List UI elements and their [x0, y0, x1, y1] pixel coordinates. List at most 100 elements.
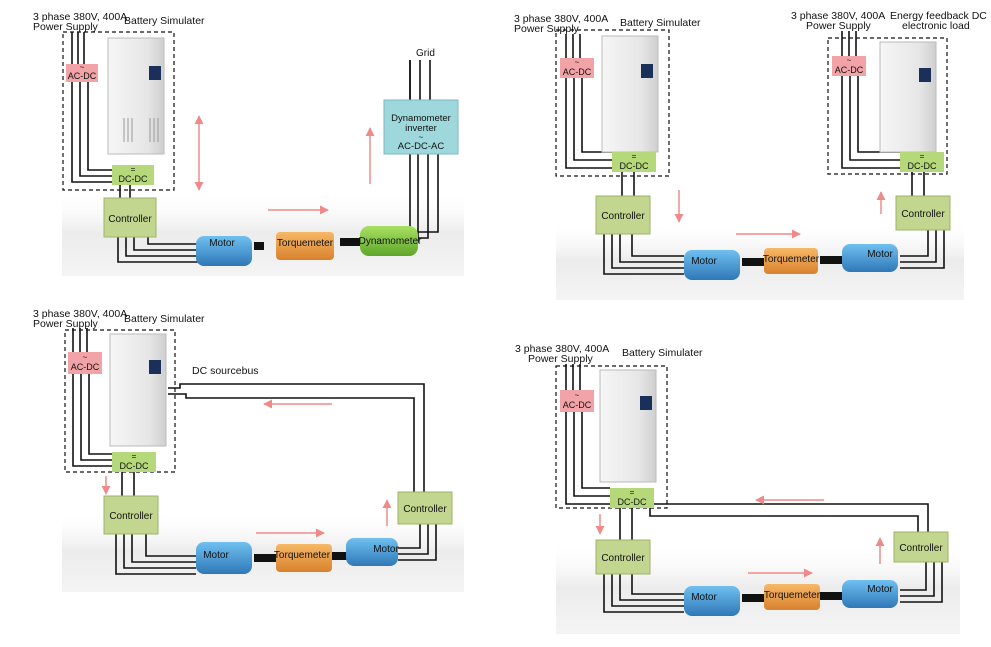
dcdc-equals: =: [632, 152, 637, 161]
dcdc-equals: =: [132, 452, 137, 461]
cabinet-screen: [149, 360, 161, 374]
motor: [842, 244, 898, 272]
dcdc-block: [610, 488, 654, 508]
controller: [103, 197, 157, 238]
load-label-1: Energy feedback DC: [890, 10, 987, 22]
inverter-tilde: ~: [419, 133, 424, 142]
supply-lines: [71, 32, 112, 183]
acdc-label: AC-DC: [835, 65, 864, 75]
cabinet: [601, 35, 659, 153]
controller-label: Controller: [108, 214, 152, 225]
cabinet-screen: [919, 68, 931, 82]
torquemeter: [276, 232, 334, 260]
acdc-tilde: ~: [575, 58, 580, 67]
dcdc-label: DC-DC: [620, 161, 649, 171]
motor: [684, 586, 740, 616]
torquemeter: [764, 584, 820, 610]
motor-label: Motor: [209, 238, 235, 249]
dcdc-block: [900, 152, 944, 172]
inverter-label-1: Dynamometer: [391, 113, 451, 124]
supply-label-line2: Power Supply: [806, 20, 872, 32]
dcdc-equals: =: [920, 152, 925, 161]
controller-label: Controller: [601, 553, 645, 564]
acdc-tilde: ~: [80, 63, 85, 72]
controller: [103, 495, 159, 535]
motor: [684, 250, 740, 280]
panel-2: 3 phase 380V, 400A Power Supply Battery …: [514, 10, 987, 300]
cabinet-screen: [149, 66, 161, 80]
torquemeter: [276, 544, 332, 572]
acdc-label: AC-DC: [68, 71, 97, 81]
torquemeter-label: Torquemeter: [764, 590, 821, 601]
torquemeter-label: Torquemeter: [274, 550, 331, 561]
torquemeter: [764, 248, 818, 274]
shaft: [332, 552, 348, 560]
panel-3: 3 phase 380V, 400A Power Supply Battery …: [33, 308, 464, 592]
cabinet-screen: [641, 64, 653, 78]
motor: [346, 538, 398, 566]
supply-label: 3 phase 380V, 400A: [791, 10, 885, 22]
acdc-block: [560, 58, 594, 78]
shaft: [340, 238, 360, 246]
dynamometer: [360, 226, 418, 256]
controller: [895, 195, 951, 231]
dcdc-block: [612, 152, 656, 172]
supply-label: 3 phase 380V, 400A: [514, 13, 608, 25]
motor: [842, 580, 898, 608]
motor: [196, 542, 252, 574]
acdc-label: AC-DC: [563, 67, 592, 77]
battery-simulator-box: [555, 29, 670, 177]
battery-simulator-label: Battery Simulater: [124, 313, 205, 325]
grid-label: Grid: [416, 48, 435, 59]
motor-label: Motor: [867, 584, 893, 595]
shaft: [742, 594, 764, 602]
dynamometer-inverter: [383, 99, 459, 155]
electronic-load-box: [827, 37, 948, 175]
supply-label-line2: Power Supply: [514, 23, 580, 35]
acdc-tilde: ~: [83, 353, 88, 362]
motor-label: Motor: [691, 592, 717, 603]
shaft: [742, 258, 764, 266]
controller-label: Controller: [403, 504, 447, 515]
acdc-label: AC-DC: [563, 400, 592, 410]
dcdc-equals: =: [630, 488, 635, 497]
dcdc-block: [112, 452, 156, 472]
wires: [72, 328, 437, 575]
battery-simulator-box: [62, 31, 175, 191]
dc-sourcebus-label: DC sourcebus: [192, 365, 259, 377]
supply-label-line2: Power Supply: [528, 353, 594, 365]
dcdc-label: DC-DC: [120, 461, 149, 471]
controller: [595, 195, 651, 235]
battery-simulator-label: Battery Simulater: [124, 15, 205, 27]
cabinet: [107, 37, 165, 155]
acdc-tilde: ~: [575, 391, 580, 400]
inverter-label-2: inverter: [405, 123, 437, 134]
motor-label: Motor: [203, 550, 229, 561]
acdc-block: [832, 56, 866, 76]
wires: [565, 31, 945, 275]
shaft: [820, 256, 842, 264]
battery-simulator-label: Battery Simulater: [620, 17, 701, 29]
motor-label: Motor: [373, 544, 399, 555]
acdc-label: AC-DC: [71, 362, 100, 372]
dcdc-label: DC-DC: [908, 161, 937, 171]
controller: [893, 531, 949, 563]
supply-label: 3 phase 380V, 400A: [33, 308, 127, 320]
dcdc-label: DC-DC: [618, 497, 647, 507]
shaft: [820, 592, 842, 600]
supply-label: 3 phase 380V, 400A: [515, 343, 609, 355]
controller: [595, 539, 651, 575]
wires: [565, 364, 943, 613]
dcdc-block: [112, 165, 154, 185]
shaft: [254, 554, 276, 562]
panel-4: 3 phase 380V, 400A Power Supply Battery …: [515, 343, 960, 634]
load-label-2: electronic load: [902, 20, 970, 32]
torquemeter-label: Torquemeter: [763, 254, 820, 265]
inverter-label-3: AC-DC-AC: [398, 141, 445, 152]
cabinet: [879, 41, 937, 153]
supply-label-line2: Power Supply: [33, 21, 99, 33]
battery-simulator-label: Battery Simulater: [622, 347, 703, 359]
cabinet-vents: [123, 118, 159, 142]
cabinet-screen: [640, 396, 652, 410]
